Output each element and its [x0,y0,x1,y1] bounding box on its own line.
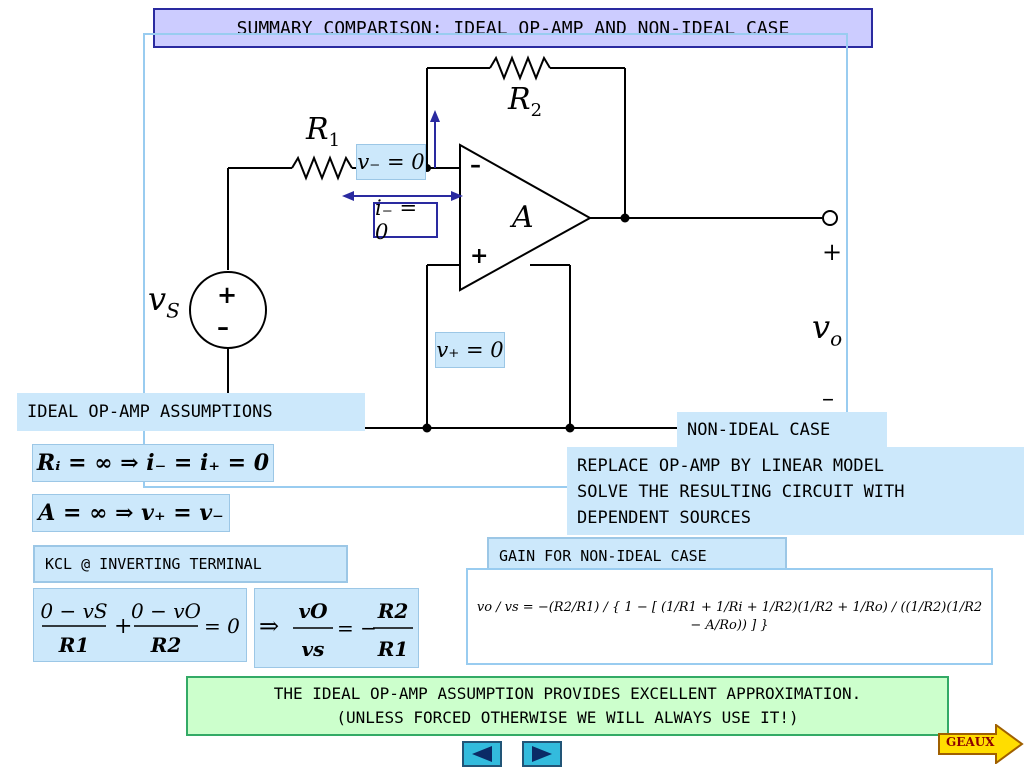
nonideal-line-3: DEPENDENT SOURCES [577,508,751,528]
arrow-left-icon [472,746,492,762]
geaux-button[interactable]: GEAUX [938,724,1024,764]
svg-text:R2: R2 [150,633,182,657]
ideal-eq-ri: Rᵢ = ∞ ⇒ i₋ = i₊ = 0 [32,444,274,482]
label-vs: vS [148,280,180,323]
geaux-arrow-icon [938,724,1024,764]
opamp-triangle [459,143,593,292]
kcl-result: ⇒ vO vs = − R2 R1 [254,588,419,668]
label-vo: vo [812,308,843,351]
svg-text:R1: R1 [58,633,90,657]
svg-text:+: + [114,614,132,639]
label-r1: R1 [306,112,341,151]
output-terminal [822,210,838,226]
circuit-frame [143,33,848,488]
svg-text:= −: = − [337,616,377,640]
svg-text:⇒: ⇒ [259,612,279,640]
source-minus-sign: – [217,312,229,341]
next-slide-button[interactable] [522,741,562,767]
svg-text:= 0: = 0 [204,614,240,638]
kcl-result-svg: ⇒ vO vs = − R2 R1 [259,599,413,661]
opamp-minus-sign: – [470,152,481,178]
footer-line-1: THE IDEAL OP-AMP ASSUMPTION PROVIDES EXC… [273,684,862,703]
nonideal-line-1: REPLACE OP-AMP BY LINEAR MODEL [577,456,885,476]
output-plus-sign: + [822,238,843,266]
ideal-assumptions-header: IDEAL OP-AMP ASSUMPTIONS [17,393,365,431]
kcl-equation-svg: 0 − vS R1 + 0 − vO R2 = 0 [40,599,240,657]
kcl-equation: 0 − vS R1 + 0 − vO R2 = 0 [33,588,247,662]
svg-text:vs: vs [302,637,325,661]
nonideal-header: NON-IDEAL CASE [677,412,887,448]
resistor-r2 [489,55,551,81]
ideal-eq-a: A = ∞ ⇒ v₊ = v₋ [32,494,230,532]
svg-text:0 − vO: 0 − vO [131,599,201,623]
geaux-label: GEAUX [946,735,995,749]
svg-text:R2: R2 [377,599,409,623]
source-plus-sign: + [217,280,238,309]
prev-slide-button[interactable] [462,741,502,767]
nonideal-line-2: SOLVE THE RESULTING CIRCUIT WITH [577,482,905,502]
resistor-r1 [291,155,353,181]
vplus-eq-box: v₊ = 0 [435,332,505,368]
footer-note: THE IDEAL OP-AMP ASSUMPTION PROVIDES EXC… [186,676,949,736]
label-r2: R2 [508,82,543,121]
svg-text:vO: vO [298,599,328,623]
kcl-header: KCL @ INVERTING TERMINAL [33,545,348,583]
vminus-eq-box: v₋ = 0 [356,144,426,180]
svg-text:R1: R1 [377,637,409,661]
label-gain: A [512,200,534,235]
gain-formula-box: vo / vs = −(R2/R1) / { 1 − [ (1/R1 + 1/R… [466,568,993,665]
iminus-eq-box: i₋ = 0 [373,196,438,244]
svg-text:0 − vS: 0 − vS [40,599,107,623]
arrow-right-icon [532,746,552,762]
gain-formula: vo / vs = −(R2/R1) / { 1 − [ (1/R1 + 1/R… [476,599,983,633]
opamp-plus-sign: + [470,243,489,269]
nonideal-description: REPLACE OP-AMP BY LINEAR MODEL SOLVE THE… [567,447,1024,535]
output-minus-sign: – [822,384,834,412]
footer-line-2: (UNLESS FORCED OTHERWISE WE WILL ALWAYS … [336,708,799,727]
